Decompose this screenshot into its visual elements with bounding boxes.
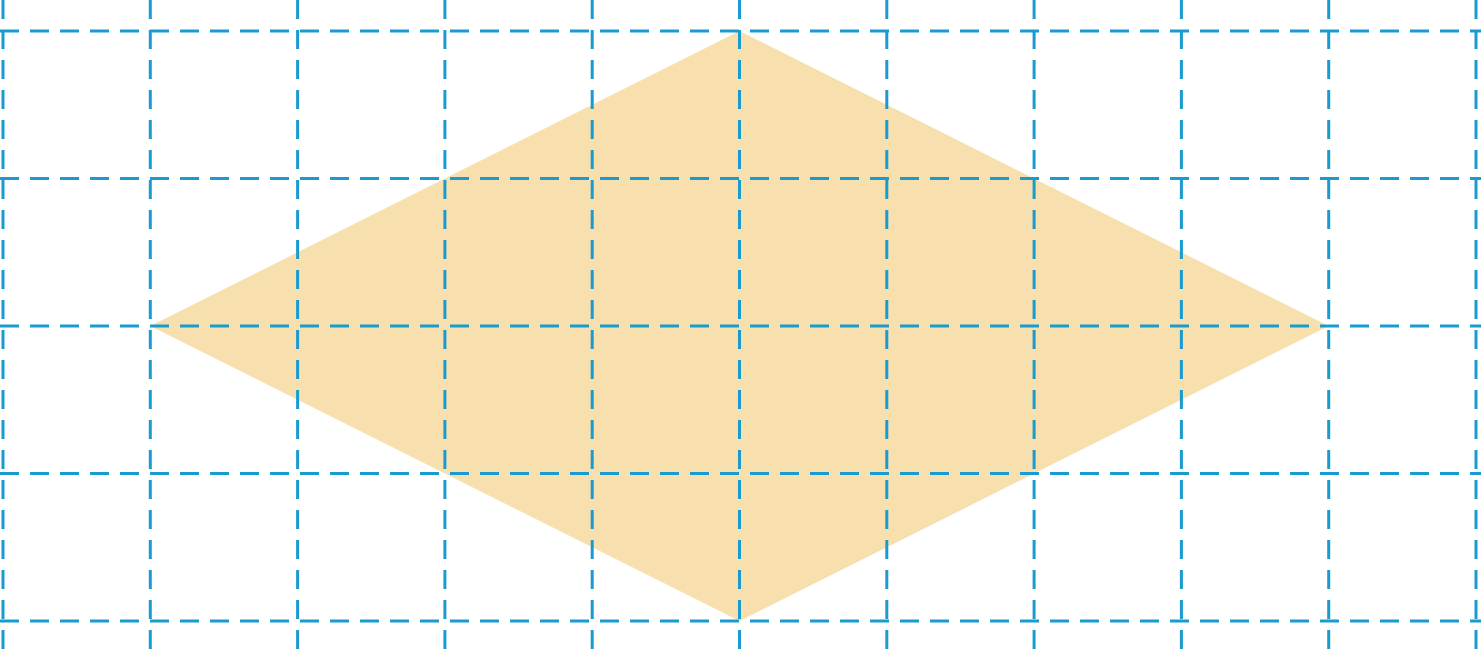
dashed-grid	[0, 0, 1481, 654]
diagram-canvas	[0, 0, 1481, 654]
grid-diagram	[0, 0, 1481, 654]
